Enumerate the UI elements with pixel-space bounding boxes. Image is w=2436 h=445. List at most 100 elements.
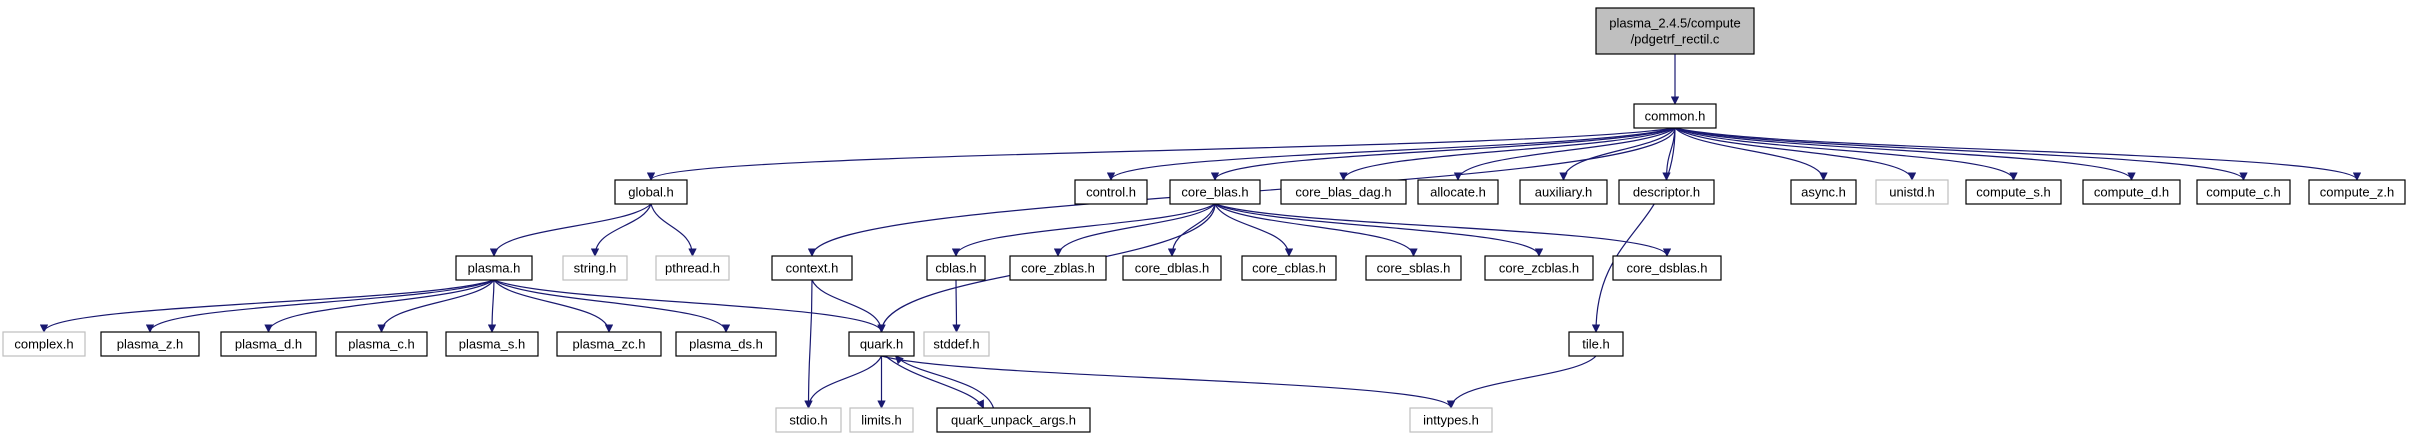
- node-label-inttypes: inttypes.h: [1423, 413, 1479, 428]
- node-label-plasma: plasma.h: [468, 261, 521, 276]
- node-label-core_blas: core_blas.h: [1181, 185, 1248, 200]
- edge-common-to-compute_z: [1674, 127, 2362, 181]
- node-async[interactable]: async.h: [1790, 179, 1857, 205]
- node-box-unistd: [1875, 179, 1949, 205]
- node-label-auxiliary: auxiliary.h: [1535, 185, 1593, 200]
- node-box-pthread: [655, 255, 730, 281]
- node-common[interactable]: common.h: [1633, 103, 1717, 129]
- edge-core_blas-to-core_dblas: [1167, 203, 1216, 257]
- node-label-string: string.h: [574, 261, 617, 276]
- edge-common-to-compute_d: [1674, 127, 2136, 181]
- node-auxiliary[interactable]: auxiliary.h: [1519, 179, 1608, 205]
- node-context[interactable]: context.h: [771, 255, 853, 281]
- node-core_sblas[interactable]: core_sblas.h: [1365, 255, 1462, 281]
- edge-context-to-quark: [811, 279, 886, 333]
- node-tile[interactable]: tile.h: [1568, 331, 1624, 357]
- edge-core_blas-to-core_zblas: [1053, 203, 1216, 257]
- node-box-descriptor: [1618, 179, 1715, 205]
- node-label-core_blas_dag: core_blas_dag.h: [1295, 185, 1391, 200]
- node-compute_c[interactable]: compute_c.h: [2196, 179, 2291, 205]
- node-box-cblas: [926, 255, 986, 281]
- node-core_dsblas[interactable]: core_dsblas.h: [1612, 255, 1722, 281]
- edge-core_blas-to-cblas: [951, 203, 1216, 257]
- edge-common-to-global: [647, 127, 1676, 181]
- node-box-root: [1595, 7, 1755, 55]
- node-box-auxiliary: [1519, 179, 1608, 205]
- node-box-stddef: [923, 331, 990, 357]
- node-quark[interactable]: quark.h: [848, 331, 915, 357]
- node-stdio[interactable]: stdio.h: [775, 407, 842, 433]
- node-compute_z[interactable]: compute_z.h: [2308, 179, 2406, 205]
- edge-global-to-pthread: [650, 203, 697, 257]
- node-cblas[interactable]: cblas.h: [926, 255, 986, 281]
- node-core_zcblas[interactable]: core_zcblas.h: [1484, 255, 1594, 281]
- edge-plasma-to-quark: [493, 279, 886, 333]
- node-label-global: global.h: [628, 185, 674, 200]
- node-plasma_ds[interactable]: plasma_ds.h: [675, 331, 777, 357]
- node-label-root: plasma_2.4.5/compute: [1609, 16, 1741, 31]
- node-pthread[interactable]: pthread.h: [655, 255, 730, 281]
- node-core_blas_dag[interactable]: core_blas_dag.h: [1280, 179, 1407, 205]
- node-box-compute_d: [2082, 179, 2181, 205]
- node-box-common: [1633, 103, 1717, 129]
- node-box-core_zblas: [1009, 255, 1107, 281]
- node-box-core_blas: [1169, 179, 1261, 205]
- edge-context-to-stdio: [804, 279, 813, 409]
- node-box-string: [562, 255, 628, 281]
- node-label-plasma_z: plasma_z.h: [117, 337, 183, 352]
- node-label-complex: complex.h: [14, 337, 73, 352]
- edge-global-to-string: [590, 203, 652, 257]
- node-stddef[interactable]: stddef.h: [923, 331, 990, 357]
- node-limits[interactable]: limits.h: [849, 407, 914, 433]
- node-quark_unpack_args[interactable]: quark_unpack_args.h: [936, 407, 1091, 433]
- node-label-plasma_d: plasma_d.h: [235, 337, 302, 352]
- node-unistd[interactable]: unistd.h: [1875, 179, 1949, 205]
- node-box-complex: [2, 331, 86, 357]
- node-core_cblas[interactable]: core_cblas.h: [1241, 255, 1337, 281]
- node-plasma_c[interactable]: plasma_c.h: [335, 331, 428, 357]
- node-core_blas[interactable]: core_blas.h: [1169, 179, 1261, 205]
- node-box-stdio: [775, 407, 842, 433]
- node-box-global: [614, 179, 688, 205]
- node-string[interactable]: string.h: [562, 255, 628, 281]
- edge-common-to-unistd: [1674, 127, 1917, 181]
- node-label-unistd: unistd.h: [1889, 185, 1935, 200]
- node-box-core_cblas: [1241, 255, 1337, 281]
- node-label-core_zblas: core_zblas.h: [1021, 261, 1095, 276]
- node-allocate[interactable]: allocate.h: [1417, 179, 1499, 205]
- node-inttypes[interactable]: inttypes.h: [1409, 407, 1493, 433]
- edge-common-to-tile: [1591, 127, 1676, 333]
- node-compute_d[interactable]: compute_d.h: [2082, 179, 2181, 205]
- node-box-allocate: [1417, 179, 1499, 205]
- node-label-plasma_s: plasma_s.h: [459, 337, 525, 352]
- node-plasma_zc[interactable]: plasma_zc.h: [556, 331, 662, 357]
- node-core_zblas[interactable]: core_zblas.h: [1009, 255, 1107, 281]
- node-descriptor[interactable]: descriptor.h: [1618, 179, 1715, 205]
- node-compute_s[interactable]: compute_s.h: [1965, 179, 2062, 205]
- node-box-plasma_d: [220, 331, 317, 357]
- node-box-async: [1790, 179, 1857, 205]
- node-global[interactable]: global.h: [614, 179, 688, 205]
- edge-core_blas-to-core_sblas: [1214, 203, 1418, 257]
- node-core_dblas[interactable]: core_dblas.h: [1122, 255, 1222, 281]
- node-complex[interactable]: complex.h: [2, 331, 86, 357]
- edge-core_blas-to-core_dsblas: [1214, 203, 1672, 257]
- node-label-pthread: pthread.h: [665, 261, 720, 276]
- node-plasma_d[interactable]: plasma_d.h: [220, 331, 317, 357]
- node-box-compute_c: [2196, 179, 2291, 205]
- node-box-plasma_z: [100, 331, 200, 357]
- node-label-plasma_c: plasma_c.h: [348, 337, 414, 352]
- node-plasma[interactable]: plasma.h: [455, 255, 533, 281]
- node-control[interactable]: control.h: [1074, 179, 1148, 205]
- node-root[interactable]: plasma_2.4.5/compute/pdgetrf_rectil.c: [1595, 7, 1755, 55]
- edge-common-to-control: [1106, 127, 1676, 181]
- edge-core_blas-to-core_zcblas: [1214, 203, 1544, 257]
- node-label-cblas: cblas.h: [935, 261, 976, 276]
- node-plasma_z[interactable]: plasma_z.h: [100, 331, 200, 357]
- node-label-compute_s: compute_s.h: [1976, 185, 2050, 200]
- node-box-plasma_ds: [675, 331, 777, 357]
- node-box-core_blas_dag: [1280, 179, 1407, 205]
- node-label-async: async.h: [1801, 185, 1846, 200]
- node-plasma_s[interactable]: plasma_s.h: [445, 331, 539, 357]
- edge-tile-to-inttypes: [1446, 355, 1597, 409]
